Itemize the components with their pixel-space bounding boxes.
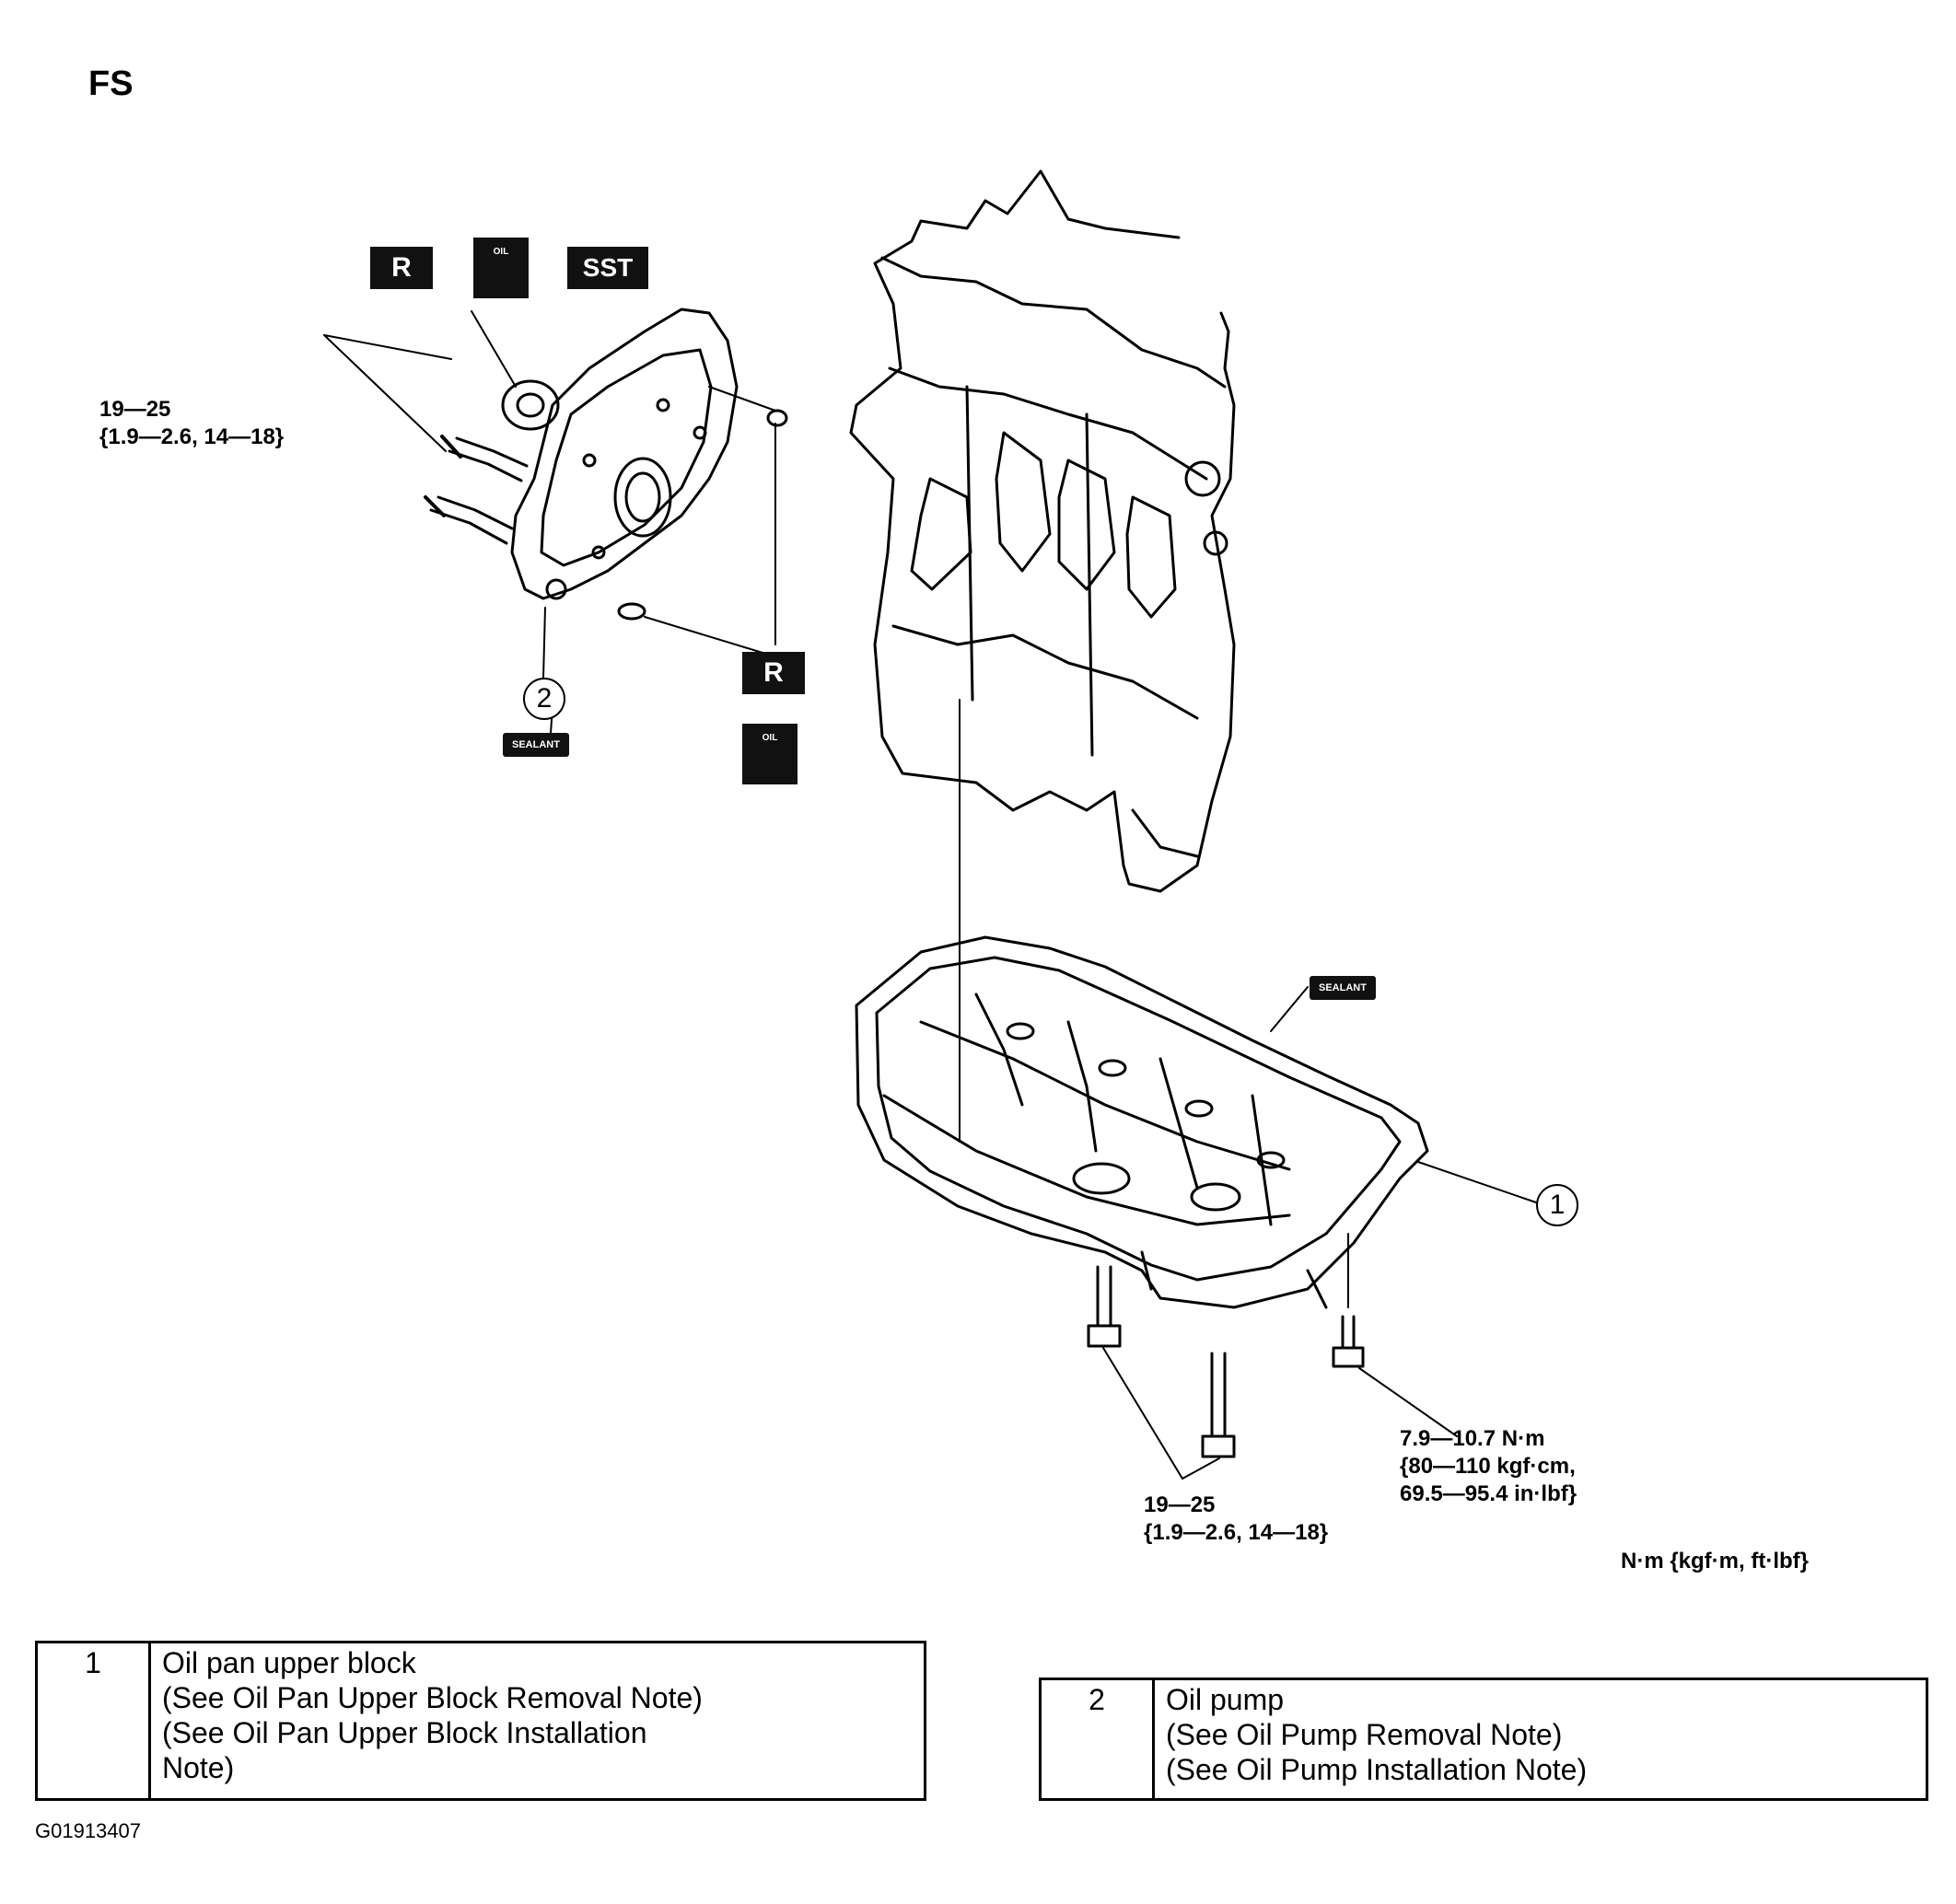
legend-line: (See Oil Pan Upper Block Removal Note): [162, 1681, 703, 1714]
sealant-icon: SEALANT: [1310, 976, 1376, 1000]
legend-line: Oil pan upper block: [162, 1646, 416, 1679]
oil-icon: OIL: [742, 724, 798, 784]
legend-line: (See Oil Pump Installation Note): [1166, 1753, 1588, 1786]
oil-pan-upper-block: [855, 699, 1429, 1309]
torque-spec-oil-pan-small: 7.9—10.7 N·m {80—110 kgf·cm, 69.5—95.4 i…: [1400, 1426, 1578, 1506]
legend-description: Oil pump (See Oil Pump Removal Note) (Se…: [1152, 1678, 1928, 1801]
oil-pan-bolts: [1087, 1233, 1365, 1458]
torque-spec-oil-pump: 19—25 {1.9—2.6, 14—18}: [99, 397, 285, 449]
figure-id: G01913407: [35, 1819, 141, 1842]
legend-table-1: 1 Oil pan upper block (See Oil Pan Upper…: [35, 1641, 926, 1801]
engine-block: [849, 169, 1236, 893]
legend-number: 2: [1039, 1678, 1155, 1801]
leader-lines: [323, 334, 1537, 1480]
legend-description: Oil pan upper block (See Oil Pan Upper B…: [148, 1641, 926, 1801]
legend-line: (See Oil Pan Upper Block Installation: [162, 1716, 647, 1749]
sealant-icon: SEALANT: [503, 733, 569, 757]
legend-line: Oil pump: [1166, 1683, 1285, 1716]
oil-pump: [424, 308, 788, 679]
replace-symbol: R: [370, 247, 433, 289]
legend-table-2: 2 Oil pump (See Oil Pump Removal Note) (…: [1039, 1678, 1928, 1801]
callout-oil-pump: 2: [523, 678, 565, 720]
legend-number: 1: [35, 1641, 151, 1801]
page-title: FS: [88, 64, 134, 103]
table-row: 1 Oil pan upper block (See Oil Pan Upper…: [35, 1641, 926, 1801]
unit-note: N·m {kgf·m, ft·lbf}: [1621, 1549, 1809, 1573]
callout-oil-pan: 1: [1536, 1184, 1578, 1226]
replace-symbol: R: [742, 652, 805, 694]
table-row: 2 Oil pump (See Oil Pump Removal Note) (…: [1039, 1678, 1928, 1801]
torque-spec-oil-pan: 19—25 {1.9—2.6, 14—18}: [1144, 1492, 1329, 1545]
legend-line: (See Oil Pump Removal Note): [1166, 1718, 1563, 1751]
special-tool-symbol: SST: [567, 247, 648, 289]
oil-icon: OIL: [473, 238, 529, 298]
legend-line: Note): [162, 1751, 235, 1784]
